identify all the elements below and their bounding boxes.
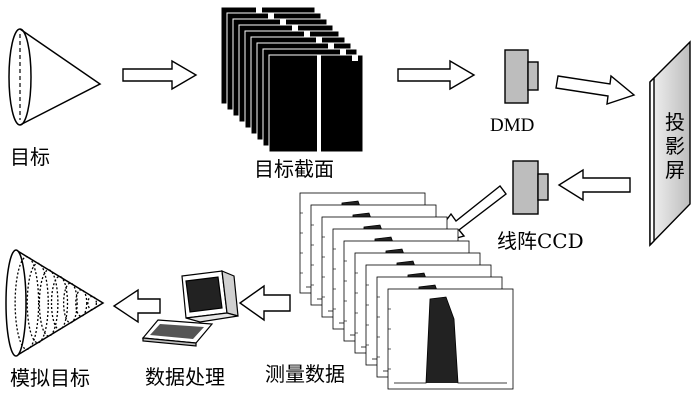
arrow-computer-to-result — [112, 288, 161, 324]
dmd-device-icon — [504, 49, 539, 104]
dotted-cone-ring — [38, 269, 59, 337]
arrow-target-to-section — [122, 59, 198, 91]
dotted-cone-ring — [62, 282, 78, 324]
computer-icon — [141, 270, 239, 347]
section-frame — [268, 54, 364, 153]
projection-screen-icon — [649, 40, 691, 247]
arrow-section-to-dmd — [397, 59, 476, 91]
dotted-cone-ring — [50, 275, 69, 331]
cone-icon — [8, 28, 102, 126]
dotted-cone-ring — [14, 255, 40, 351]
label-sim-target: 模拟目标 — [10, 366, 90, 390]
label-screen: 投影屏 — [665, 110, 685, 182]
section-stripe — [317, 55, 321, 155]
dotted-cone-ring — [75, 289, 88, 317]
label-line-ccd: 线阵CCD — [497, 229, 584, 253]
label-dmd: DMD — [490, 115, 535, 136]
dotted-cone-base — [5, 249, 27, 357]
label-target-section: 目标截面 — [254, 157, 334, 181]
data-plot-frame — [387, 288, 514, 390]
dotted-cone-ring — [26, 262, 49, 344]
arrow-screen-to-ccd — [557, 168, 631, 202]
dotted-cone-ring — [87, 295, 98, 311]
label-data-processing: 数据处理 — [145, 365, 225, 389]
dotted-cone-outline — [15, 249, 105, 357]
plot-stack-icon — [299, 192, 514, 390]
line-ccd-icon — [512, 160, 549, 215]
arrow-dmd-to-screen — [555, 74, 636, 106]
dotted-cone-icon — [5, 249, 105, 357]
label-measured-data: 测量数据 — [265, 362, 345, 386]
frame-stack-icon — [220, 6, 364, 155]
arrow-data-to-computer — [238, 284, 291, 322]
label-target: 目标 — [10, 145, 50, 169]
